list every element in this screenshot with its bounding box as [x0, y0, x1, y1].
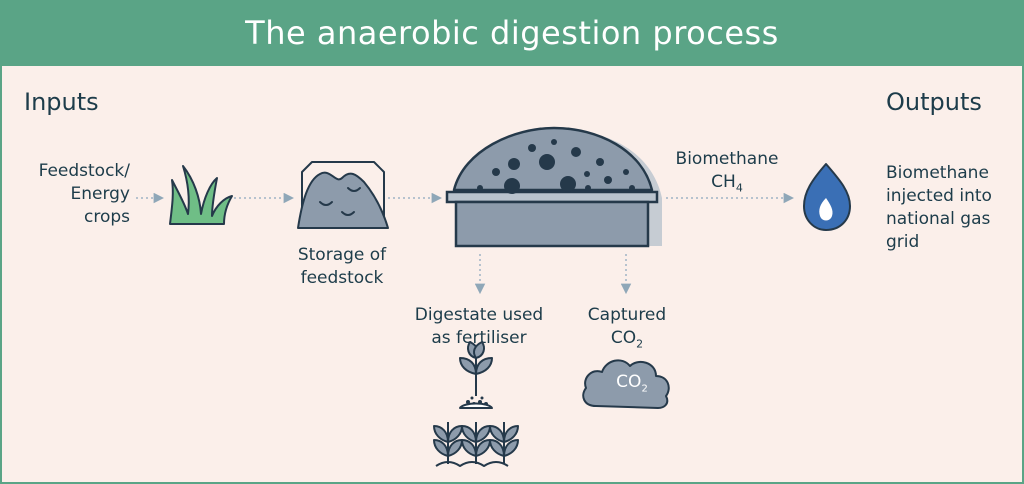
output-label: Biomethane injected into national gas gr…: [886, 162, 1016, 254]
storage-line-2: feedstock: [300, 268, 384, 288]
outputs-heading: Outputs: [886, 88, 982, 116]
storage-label: Storage of feedstock: [280, 244, 404, 290]
ch4-sub: 4: [735, 181, 743, 195]
inputs-heading: Inputs: [24, 88, 99, 116]
grass-icon: [169, 165, 233, 225]
output-line-4: grid: [886, 232, 920, 252]
digestate-label: Digestate used as fertiliser: [400, 304, 558, 350]
output-line-1: Biomethane: [886, 163, 989, 183]
co2-base: CO: [610, 328, 637, 348]
cloud-co2-base: CO: [616, 372, 642, 392]
flame-drop-icon: [803, 163, 851, 231]
co2-formula: CO2: [572, 327, 682, 355]
digestate-line-2: as fertiliser: [431, 328, 527, 348]
plant-icon: [459, 341, 493, 409]
feedstock-line-2: Energy: [70, 184, 130, 204]
digester-bubbles: [477, 139, 635, 194]
output-line-3: national gas: [886, 209, 991, 229]
cloud-co2-label: CO2: [602, 372, 662, 394]
output-line-2: injected into: [886, 186, 992, 206]
biomethane-label: Biomethane CH4: [662, 148, 792, 199]
digestate-line-1: Digestate used: [414, 305, 544, 325]
storage-icon: [297, 161, 389, 229]
co2-sub: 2: [636, 337, 644, 351]
digester-icon: [445, 126, 662, 248]
captured-line-1: Captured: [587, 305, 667, 325]
cloud-icon: [582, 359, 670, 409]
feedstock-label: Feedstock/ Energy crops: [12, 160, 130, 229]
feedstock-line-3: crops: [83, 207, 130, 227]
ch4-formula: CH4: [662, 171, 792, 199]
crop-row-icon: [433, 422, 519, 467]
biomethane-line-1: Biomethane: [675, 149, 779, 169]
page-title: The anaerobic digestion process: [245, 14, 779, 52]
storage-line-1: Storage of: [297, 245, 387, 265]
captured-label: Captured CO2: [572, 304, 682, 355]
feedstock-line-1: Feedstock/: [38, 161, 130, 181]
cloud-co2-sub: 2: [641, 383, 648, 395]
header-bar: The anaerobic digestion process: [2, 2, 1022, 66]
ch4-base: CH: [711, 172, 736, 192]
